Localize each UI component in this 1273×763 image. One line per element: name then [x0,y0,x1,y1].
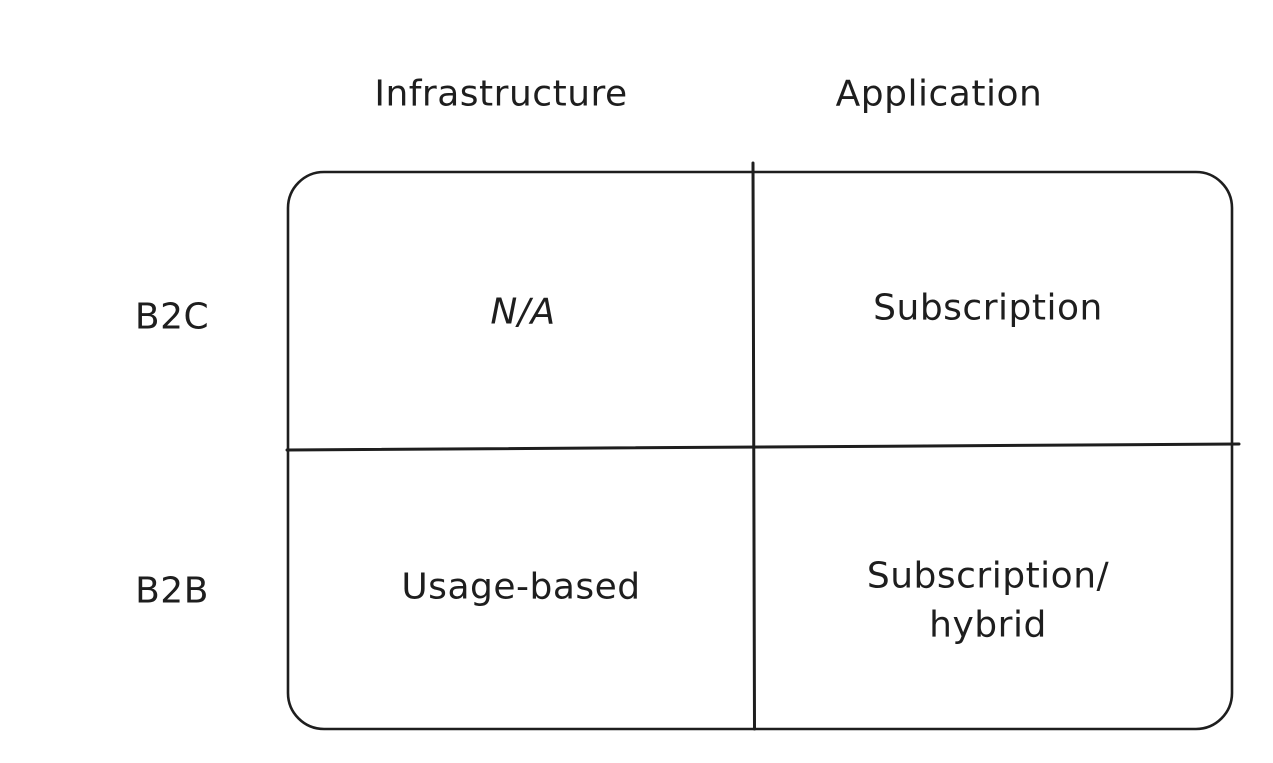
row-label-b2c: B2C [134,296,210,338]
cell-b2c-application: Subscription [873,287,1103,329]
cell-b2b-application: Subscription/ hybrid [866,555,1110,645]
cell-b2c-infrastructure: N/A [490,291,556,333]
column-header-infrastructure: Infrastructure [374,73,628,115]
matrix-horizontal-divider [285,442,1241,452]
cell-b2b-infrastructure: Usage-based [401,566,641,608]
column-header-application: Application [835,73,1043,115]
row-label-b2b: B2B [135,570,209,612]
